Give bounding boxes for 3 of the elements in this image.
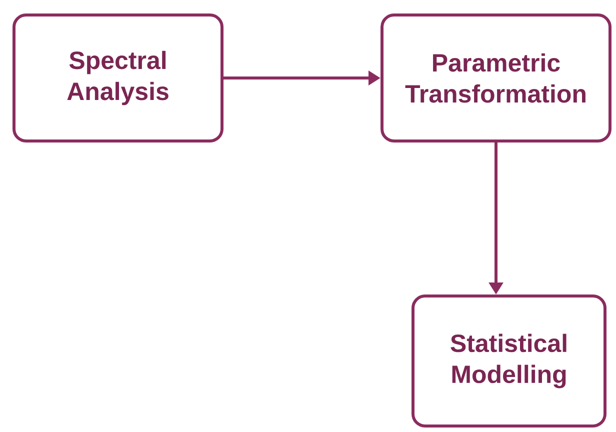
process-box: Parametric Transformation: [380, 14, 612, 142]
process-box: Statistical Modelling: [412, 294, 606, 428]
process-box: Spectral Analysis: [12, 14, 224, 142]
